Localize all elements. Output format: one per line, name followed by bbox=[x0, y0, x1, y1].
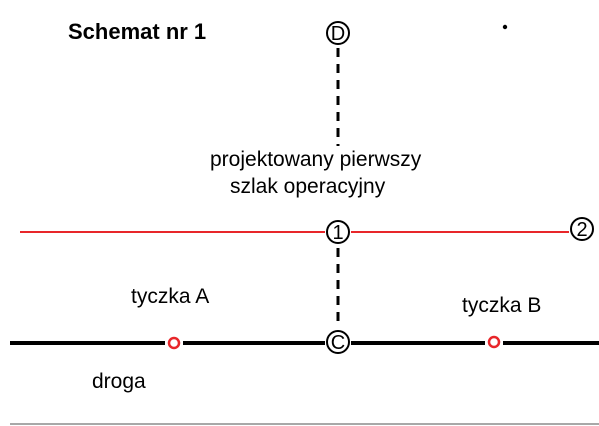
node-c-label: C bbox=[331, 332, 345, 354]
node-1: 1 bbox=[326, 220, 350, 244]
stake-a-label: tyczka A bbox=[131, 285, 209, 308]
node-d: D bbox=[326, 21, 350, 45]
stake-b-marker bbox=[487, 335, 501, 349]
road-label: droga bbox=[92, 370, 146, 393]
node-2-label: 2 bbox=[576, 219, 587, 241]
node-d-label: D bbox=[331, 23, 345, 45]
stray-dot bbox=[502, 24, 508, 30]
node-1-label: 1 bbox=[332, 222, 343, 244]
route-label-line1: projektowany pierwszy bbox=[210, 148, 422, 171]
node-c: C bbox=[326, 330, 350, 354]
node-2: 2 bbox=[570, 217, 594, 241]
stake-a-marker bbox=[167, 336, 181, 350]
diagram-title: Schemat nr 1 bbox=[68, 19, 206, 44]
stake-b-label: tyczka B bbox=[462, 294, 541, 317]
route-label-line2: szlak operacyjny bbox=[230, 175, 386, 198]
